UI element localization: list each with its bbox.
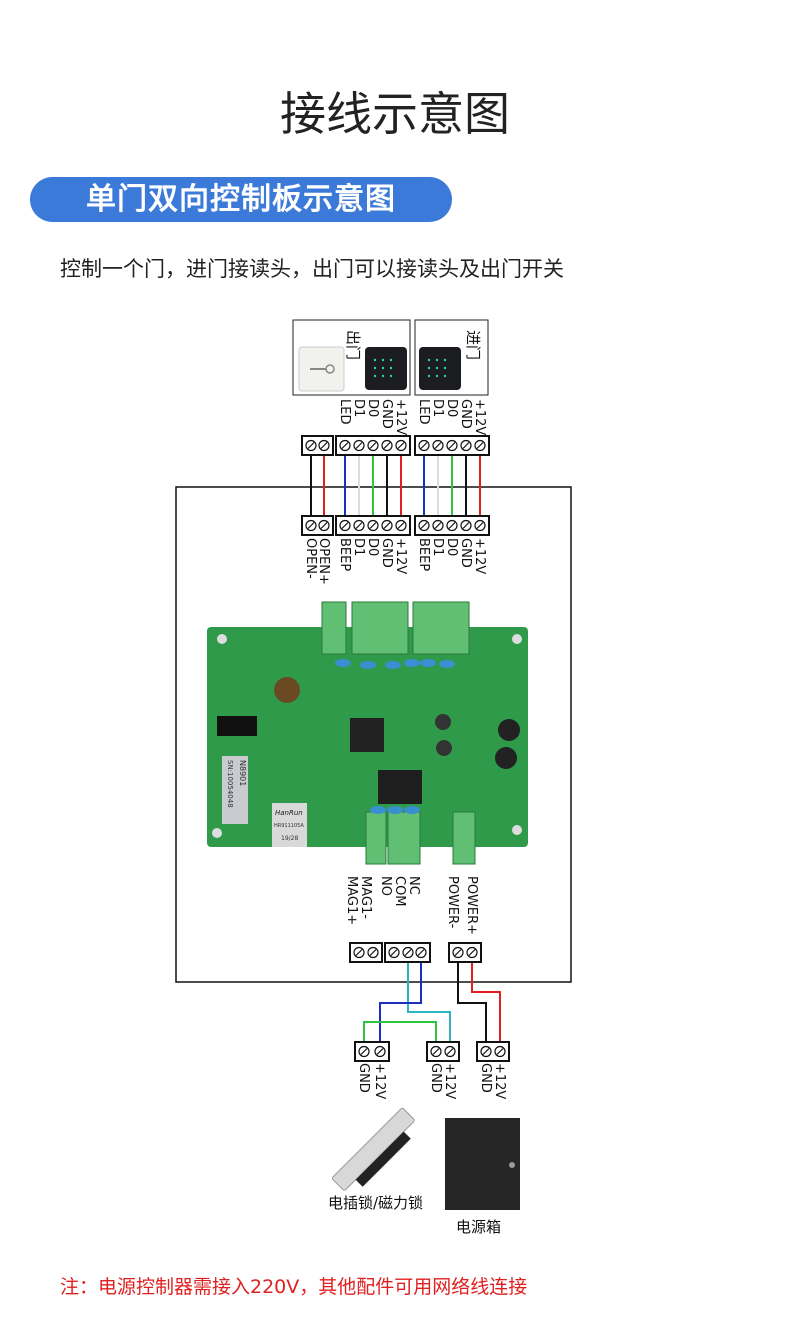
- entry-device-box: [414, 319, 489, 396]
- magnetic-lock-image: [331, 1107, 415, 1191]
- terminal-relay: [384, 942, 431, 963]
- board-label-entry-reader: D0: [444, 538, 459, 556]
- terminal-power: [448, 942, 482, 963]
- terminal-power-out: [476, 1041, 510, 1062]
- label-output: +12V: [372, 1063, 387, 1099]
- section-label: 单门双向控制板示意图: [30, 177, 452, 222]
- exit-device-box: [292, 319, 411, 396]
- label-lock: MAG1+: [344, 876, 359, 925]
- terminal-lock-out: [354, 1041, 390, 1062]
- wire-lock-gnd: [363, 1021, 437, 1042]
- wire-power-minus: [457, 962, 487, 1042]
- top-label-exit-reader: LED: [337, 399, 352, 424]
- board-label-entry-reader: D1: [430, 538, 445, 556]
- description: 控制一个门，进门接读头，出门可以接读头及出门开关: [60, 257, 564, 281]
- pcb-board: N8901 SN:10054048 HanRun HR911105A 19/28: [207, 601, 528, 865]
- terminal-relay-out: [426, 1041, 460, 1062]
- note: 注：电源控制器需接入220V，其他配件可用网络线连接: [60, 1276, 528, 1298]
- terminal-exit-reader-top: [335, 435, 411, 456]
- label-lock: MAG1-: [358, 876, 373, 919]
- top-label-entry-reader: D1: [430, 399, 445, 417]
- wire-com: [407, 962, 451, 1042]
- label-output: GND: [356, 1063, 371, 1093]
- label-power: POWER-: [445, 876, 460, 929]
- top-label-entry-reader: +12V: [472, 399, 487, 435]
- board-label-open: OPEN-: [303, 538, 318, 579]
- board-label-exit-reader: GND: [379, 538, 394, 568]
- board-label-exit-reader: BEEP: [337, 538, 352, 571]
- power-box-image: [445, 1118, 520, 1210]
- terminal-entry-reader-top: [414, 435, 490, 456]
- label-relay: COM: [392, 876, 407, 907]
- exit-label: 出门: [344, 330, 362, 360]
- top-label-exit-reader: GND: [379, 399, 394, 429]
- board-label-entry-reader: BEEP: [416, 538, 431, 571]
- pcb-model: N8901: [238, 760, 247, 786]
- label-relay: NO: [378, 876, 393, 896]
- board-label-open: OPEN+: [316, 538, 331, 585]
- top-label-entry-reader: D0: [444, 399, 459, 417]
- label-power: POWER+: [464, 876, 479, 935]
- board-label-entry-reader: +12V: [472, 538, 487, 574]
- top-label-entry-reader: LED: [416, 399, 431, 424]
- label-relay: NC: [406, 876, 421, 895]
- lock-caption: 电插锁/磁力锁: [328, 1194, 423, 1212]
- top-label-entry-reader: GND: [458, 399, 473, 429]
- board-label-exit-reader: +12V: [393, 538, 408, 574]
- exit-button-image: [298, 346, 345, 392]
- terminal-exit-reader: [335, 515, 411, 536]
- wire-nc: [379, 962, 422, 1042]
- label-output: +12V: [492, 1063, 507, 1099]
- top-label-exit-reader: D1: [351, 399, 366, 417]
- exit-keypad-image: [365, 347, 407, 390]
- terminal-open: [301, 515, 334, 536]
- entry-label: 进门: [464, 330, 482, 360]
- board-label-exit-reader: D1: [351, 538, 366, 556]
- pcb-serial: SN:10054048: [226, 760, 234, 808]
- jack-brand: HanRun: [275, 809, 303, 817]
- terminal-lock: [349, 942, 383, 963]
- label-output: +12V: [442, 1063, 457, 1099]
- wire-power-plus: [471, 962, 501, 1042]
- jack-date: 19/28: [281, 835, 298, 842]
- page-title: 接线示意图: [280, 87, 510, 141]
- jack-model: HR911105A: [274, 823, 304, 829]
- board-label-exit-reader: D0: [365, 538, 380, 556]
- label-output: GND: [428, 1063, 443, 1093]
- top-label-exit-reader: +12V: [393, 399, 408, 435]
- board-label-entry-reader: GND: [458, 538, 473, 568]
- power-box-caption: 电源箱: [456, 1218, 501, 1236]
- terminal-entry-reader: [414, 515, 490, 536]
- entry-keypad-image: [419, 347, 461, 390]
- label-output: GND: [478, 1063, 493, 1093]
- terminal-exit-button-top: [301, 435, 334, 456]
- top-label-exit-reader: D0: [365, 399, 380, 417]
